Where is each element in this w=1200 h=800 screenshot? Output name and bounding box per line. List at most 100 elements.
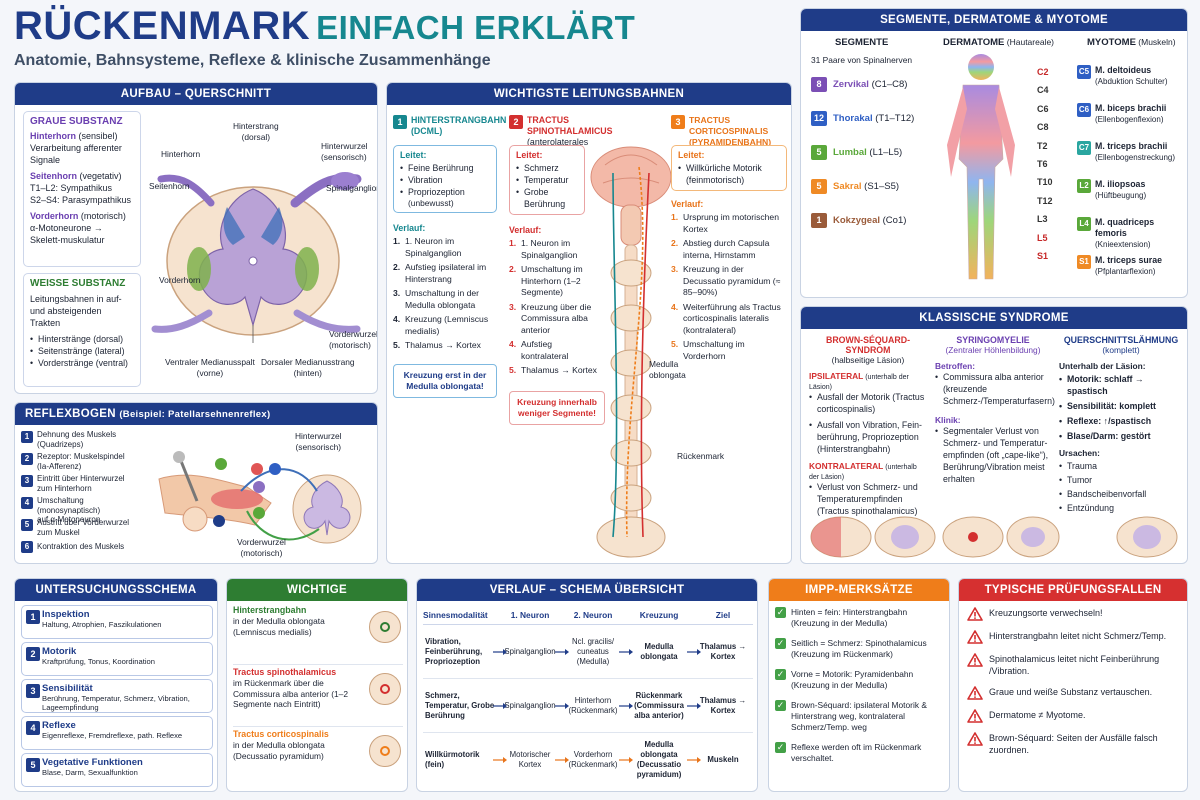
ql-ur-item: Trauma xyxy=(1059,460,1183,472)
kreuz-desc: im Rückenmark über die Commissura alba a… xyxy=(233,678,348,709)
table-cell: Medulla oblongata xyxy=(640,641,678,661)
dermatome-label: T10 xyxy=(1037,177,1053,188)
unters-title: Vegetative Funktionen xyxy=(42,757,143,768)
kreuz-title: Hinterstrangbahn xyxy=(233,605,307,615)
myotome-key: L4 xyxy=(1077,217,1091,231)
col-title: MYOTOME xyxy=(1087,37,1136,48)
label-medulla: Medulla oblongata xyxy=(649,359,697,380)
graue-substanz-box: GRAUE SUBSTANZ Hinterhorn (sensibel) Ver… xyxy=(23,111,141,267)
cst-leitet-box: Leitet: Willkürliche Motorik (feinmotori… xyxy=(671,145,787,191)
impp-item: ✓Brown-Séquard: ipsilateral Motorik & Hi… xyxy=(775,700,947,733)
check-icon: ✓ xyxy=(775,669,786,680)
body-dermatome-figure xyxy=(947,54,1015,280)
kreuz-desc: in der Medulla oblongata (Lemniscus medi… xyxy=(233,616,325,637)
aufbau-panel: AUFBAU – QUERSCHNITT GRAUE SUBSTANZ Hint… xyxy=(14,82,378,394)
stt-step: Kreuzung über die Commissura alba anteri… xyxy=(521,301,592,335)
label-dorsal: Dorsaler Medianusstrang(hinten) xyxy=(261,357,355,378)
impp-header: IMPP-MERKSÄTZE xyxy=(769,579,949,601)
label-text: Ventraler Medianusspalt xyxy=(165,357,255,367)
label-rueckenmark: Rückenmark xyxy=(677,451,725,461)
check-icon: ✓ xyxy=(775,638,786,649)
myotome-key: S1 xyxy=(1077,255,1091,269)
warning-icon xyxy=(967,686,983,700)
bs-column: BROWN-SÉQUARD-SYNDROM (halbseitige Läsio… xyxy=(809,335,927,517)
weisse-list: Hinterstränge (dorsal) Seitenstränge (la… xyxy=(30,333,134,369)
step-sub: auf α-Motoneuron xyxy=(37,515,101,524)
stt-number: 2 xyxy=(509,115,523,129)
fallen-text: Graue und weiße Substanz vertauschen. xyxy=(989,687,1153,697)
fallen-item: Graue und weiße Substanz vertauschen. xyxy=(967,686,1181,700)
label-text: Hinterwurzel xyxy=(295,431,342,441)
dcml-title: HINTERSTRANGBAHN xyxy=(411,115,507,125)
bs-ipsi-sub: (unterhalb der Läsion) xyxy=(809,374,909,391)
myotome-key: C6 xyxy=(1077,103,1091,117)
segment-count: 1 xyxy=(811,213,827,228)
weisse-desc: Leitungsbahnen in auf- und absteigenden … xyxy=(30,294,122,328)
unters-number: 4 xyxy=(26,721,40,735)
label-hinterstrang: Hinterstrang(dorsal) xyxy=(233,121,279,142)
stt-step: Thalamus → Kortex xyxy=(521,365,597,375)
label-text: (sensorisch) xyxy=(321,151,367,162)
label-vorderwurzel: Vorderwurzel(motorisch) xyxy=(329,329,377,350)
segmente-header: SEGMENTE, DERMATOME & MYOTOME xyxy=(801,9,1187,31)
table-cell: Thalamus → Kortex xyxy=(699,695,747,715)
kreuz-desc: in der Medulla oblongata (Decussatio pyr… xyxy=(233,740,325,761)
crossing-marker-icon xyxy=(380,622,390,632)
stt-title: TRACTUS SPINOTHALAMICUS xyxy=(527,115,613,136)
step-sub: (Quadrizeps) xyxy=(37,439,84,449)
dcml-title2: (DCML) xyxy=(411,126,443,136)
fallen-text: Hinterstrangbahn leitet nicht Schmerz/Te… xyxy=(989,631,1167,641)
cst-step: Abstieg durch Capsula interna, Hirnstamm xyxy=(683,238,770,260)
unters-title: Reflexe xyxy=(42,720,76,731)
hinterhorn-term: Hinterhorn xyxy=(30,131,76,141)
table-cell: Medulla oblongata (Decussatio pyramidum) xyxy=(636,740,682,779)
table-cell: Hinterhorn (Rückenmark) xyxy=(568,695,618,715)
stt-step: Aufstieg kontralateral xyxy=(521,339,569,361)
step-number: 2 xyxy=(21,453,33,465)
col-title: DERMATOME xyxy=(943,37,1005,48)
cross-section-icon xyxy=(369,673,401,705)
dcml-steps: 1.1. Neuron im Spinalganglion 2.Aufstieg… xyxy=(393,236,489,350)
label-text: (dorsal) xyxy=(241,131,270,142)
myotome-muscle: M. deltoideus xyxy=(1095,65,1152,75)
divider xyxy=(233,726,403,727)
myotome-function: (Knieextension) xyxy=(1095,240,1151,249)
sy-title: SYRINGOMYELIE xyxy=(956,335,1030,345)
dcml-number: 1 xyxy=(393,115,407,129)
stt-steps: 1.1. Neuron im Spinalganglion 2.Umschalt… xyxy=(509,238,597,375)
unters-desc: Kraftprüfung, Tonus, Koordination xyxy=(42,657,155,666)
segmente-intro: 31 Paare von Spinalnerven xyxy=(811,55,913,65)
dcml-step: Aufstieg ipsilateral im Hinterstrang xyxy=(405,262,487,284)
cross-section-icon xyxy=(369,735,401,767)
dermatome-label: C2 xyxy=(1037,67,1049,77)
myotome-text: M. triceps brachii(Ellenbogenstreckung) xyxy=(1095,141,1187,163)
dcml-item: Vibration xyxy=(400,174,490,186)
label-text: Hinterwurzel xyxy=(321,141,368,151)
warning-icon xyxy=(967,732,983,746)
label-vorderhorn: Vorderhorn xyxy=(159,275,201,285)
unters-title: Sensibilität xyxy=(42,683,93,694)
label-text: (vorne) xyxy=(196,367,224,378)
myotome-key: L2 xyxy=(1077,179,1091,193)
myotome-muscle: M. triceps surae xyxy=(1095,255,1162,265)
label-text: (hinten) xyxy=(293,367,322,378)
reflex-label-vorderwurzel: Vorderwurzel(motorisch) xyxy=(237,537,286,558)
ql-unter: Unterhalb der Läsion: xyxy=(1059,361,1146,371)
myotome-function: (Ellenbogenflexion) xyxy=(1095,115,1164,124)
ql-column: QUERSCHNITTSLÄHMUNG (komplett) Unterhalb… xyxy=(1059,335,1183,514)
vorderhorn-term: Vorderhorn xyxy=(30,211,79,221)
label-seitenhorn: Seitenhorn xyxy=(149,181,190,191)
bs-ipsi: IPSILATERAL xyxy=(809,371,864,381)
label-text: (motorisch) xyxy=(240,547,283,558)
